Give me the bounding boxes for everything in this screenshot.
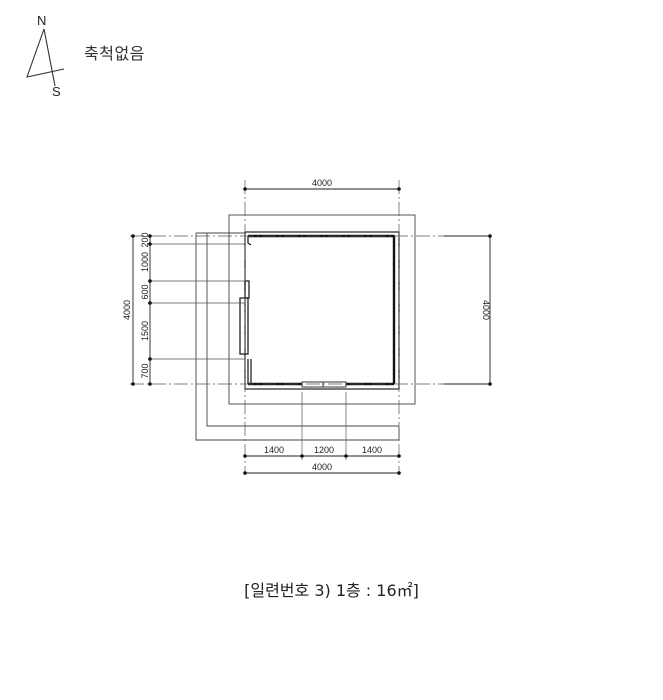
dim-left-seg-2: 1000 [140,252,150,272]
dim-left-total: 4000 [122,300,132,320]
wall-outer [244,231,400,390]
south-label: S [52,84,61,99]
north-label: N [37,13,46,28]
north-arrow-icon: N S [26,13,65,99]
dim-left-seg-5: 700 [140,363,150,378]
dim-left-seg-1: 200 [140,232,150,247]
dim-bottom-seg-2: 1200 [314,445,334,455]
dim-right-total: 4000 [481,300,491,320]
scale-note: 축척없음 [84,44,145,63]
dim-bottom-seg-1: 1400 [264,445,284,455]
dim-bottom-seg-3: 1400 [362,445,382,455]
dim-bottom-total: 4000 [312,462,332,472]
plan-caption: [일련번호 3) 1층 : 16㎡] [244,581,419,600]
dim-top-total: 4000 [312,178,332,188]
dim-left-seg-4: 1500 [140,321,150,341]
foundation-outline-1 [195,233,400,441]
eave-outline [228,214,416,405]
foundation-outline-2 [206,233,399,427]
dim-left-seg-3: 600 [140,284,150,299]
